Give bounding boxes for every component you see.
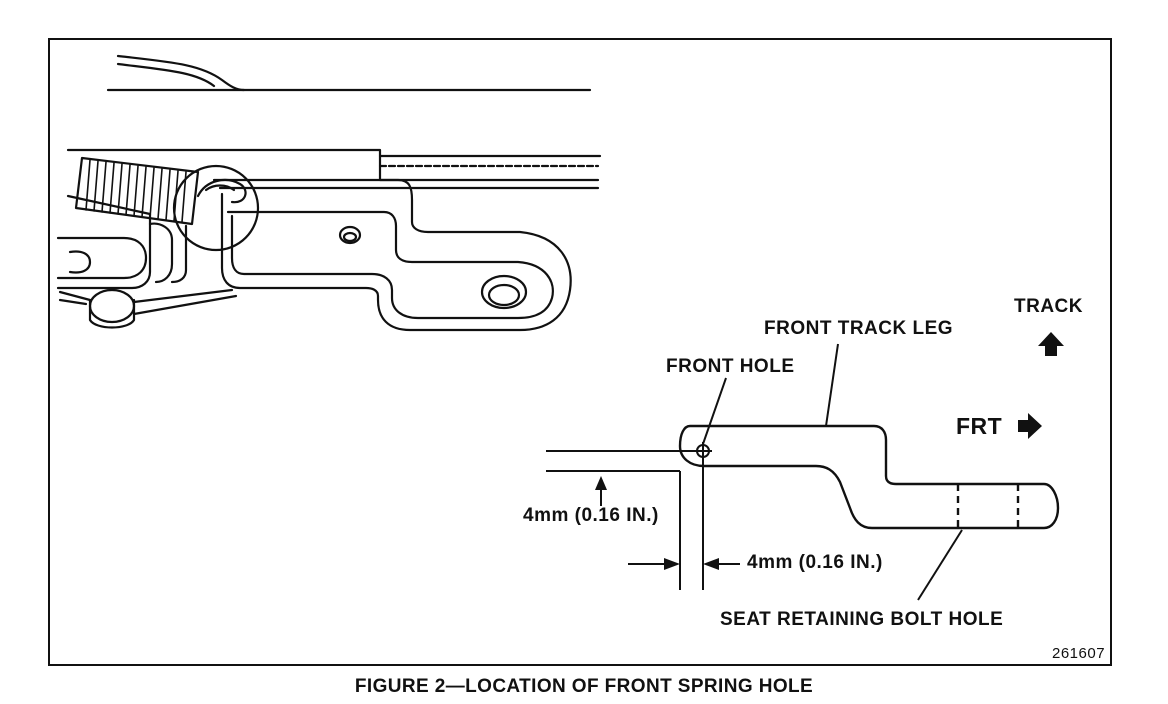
frt-label: FRT [956, 413, 1003, 439]
leader-lines [702, 343, 963, 601]
dimension-lines [546, 450, 740, 590]
front-hole-marker [694, 442, 712, 460]
dimension-arrowheads [595, 476, 719, 570]
track-assembly-illustration [56, 54, 602, 332]
dim-horizontal-label: 4mm (0.16 IN.) [747, 552, 883, 573]
track-label: TRACK [1014, 296, 1083, 317]
seat-retaining-bolt-hole-dashes [956, 484, 1020, 528]
track-arrow-icon [1038, 332, 1064, 356]
figure-caption: FIGURE 2—LOCATION OF FRONT SPRING HOLE [354, 676, 814, 697]
seat-retaining-bolt-hole-label: SEAT RETAINING BOLT HOLE [720, 609, 1004, 630]
front-hole-label: FRONT HOLE [666, 356, 795, 377]
figure-number: 261607 [1052, 645, 1106, 662]
dim-vertical-label: 4mm (0.16 IN.) [523, 505, 659, 526]
frt-arrow-icon [1018, 413, 1042, 439]
figure-frame [48, 38, 1112, 666]
front-track-leg-outline [678, 424, 1060, 530]
front-track-leg-label: FRONT TRACK LEG [764, 318, 954, 339]
